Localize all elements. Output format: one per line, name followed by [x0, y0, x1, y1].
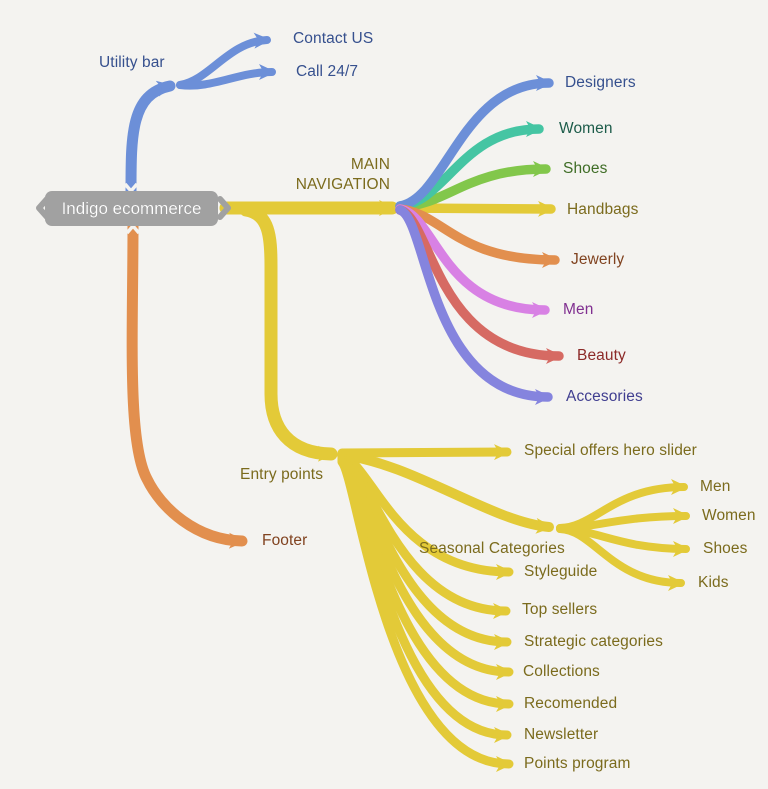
node-top-sellers[interactable]: Top sellers: [522, 601, 598, 618]
node-seasonal-shoes[interactable]: Shoes: [703, 540, 748, 557]
branch-line-points-program: [337, 457, 514, 772]
node-special-offers-hero-slider[interactable]: Special offers hero slider: [524, 442, 697, 459]
node-entry-points[interactable]: Entry points: [240, 466, 324, 483]
node-utility-bar[interactable]: Utility bar: [99, 54, 165, 71]
root-left-chevron-icon: [36, 196, 50, 220]
node-shoes[interactable]: Shoes: [563, 160, 608, 177]
node-recomended[interactable]: Recomended: [524, 695, 618, 712]
node-seasonal-kids[interactable]: Kids: [698, 574, 729, 591]
node-styleguide[interactable]: Styleguide: [524, 563, 598, 580]
branch-line-utility-bar: [125, 80, 176, 197]
node-beauty[interactable]: Beauty: [577, 347, 626, 364]
branch-line-beauty: [395, 205, 564, 364]
node-seasonal-women[interactable]: Women: [702, 507, 756, 524]
node-jewerly[interactable]: Jewerly: [571, 251, 625, 268]
branch-line-handbags: [395, 200, 556, 217]
branch-line-seasonal-kids: [556, 525, 685, 591]
node-main-navigation[interactable]: MAIN NAVIGATION: [295, 156, 390, 193]
branch-line-accesories: [395, 205, 553, 405]
node-seasonal-men[interactable]: Men: [700, 478, 731, 495]
branch-line-seasonal-categories: [337, 450, 554, 534]
node-points-program[interactable]: Points program: [524, 755, 631, 772]
root-right-chevron-icon: [217, 196, 231, 220]
branch-line-call-247: [176, 64, 276, 90]
root-bottom-notch-icon: [125, 224, 141, 235]
node-collections[interactable]: Collections: [523, 663, 600, 680]
branch-line-footer: [126, 220, 248, 549]
node-strategic-categories[interactable]: Strategic categories: [524, 633, 663, 650]
node-newsletter[interactable]: Newsletter: [524, 726, 599, 743]
node-women[interactable]: Women: [559, 120, 613, 137]
branch-line-special-offers: [337, 444, 512, 461]
node-call-247[interactable]: Call 24/7: [296, 63, 359, 80]
root-node-label: Indigo ecommerce: [61, 198, 202, 218]
node-designers[interactable]: Designers: [565, 74, 636, 91]
node-footer[interactable]: Footer: [262, 532, 308, 549]
node-accesories[interactable]: Accesories: [566, 388, 643, 405]
branch-line-entry-points: [239, 203, 338, 462]
root-node[interactable]: Indigo ecommerce: [45, 191, 218, 226]
branch-line-designers: [395, 75, 554, 211]
node-seasonal-categories[interactable]: Seasonal Categories: [419, 540, 565, 557]
node-men[interactable]: Men: [563, 301, 594, 318]
node-contact-us[interactable]: Contact US: [293, 30, 374, 47]
node-handbags[interactable]: Handbags: [567, 201, 639, 218]
